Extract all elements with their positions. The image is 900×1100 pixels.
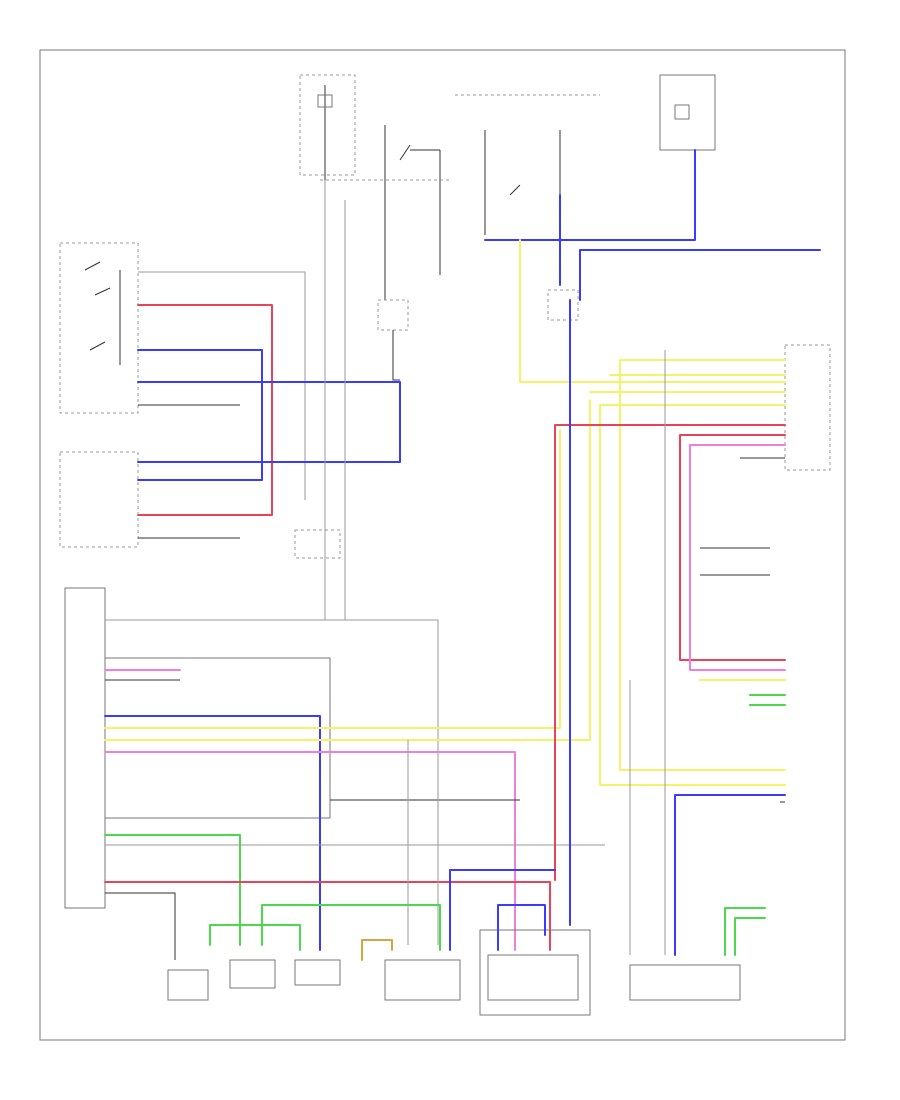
wire-blue-bottom-2 — [497, 904, 546, 951]
wire-blue-switch-1 — [137, 349, 263, 481]
wire-blue-top-right — [484, 149, 696, 241]
wire-green-right-lower-2 — [734, 917, 766, 956]
wire-pink-ecu-2 — [104, 751, 516, 951]
wire-pink-ecu-3 — [104, 881, 551, 951]
wire-yellow-ecu-1 — [104, 429, 561, 729]
wire-yellow-ecu-2 — [104, 399, 591, 741]
relay-top-right — [484, 130, 561, 275]
wire-blue-ecu — [104, 715, 321, 951]
component-bottom-4 — [384, 959, 461, 1001]
relay-box-b — [547, 289, 579, 321]
wire-green-ecu — [104, 834, 241, 946]
wire-green-bottom-2 — [261, 904, 441, 951]
wire-red-right-2 — [679, 434, 786, 661]
wire-blue-switch-2 — [137, 381, 401, 463]
wire-blue-right-lower — [674, 794, 786, 956]
wire-red-right — [554, 424, 786, 881]
relay-box-a — [377, 299, 409, 331]
diagram-frame — [39, 49, 846, 1041]
wire-black-relay-a — [392, 330, 400, 381]
fuse-block-top-right — [659, 74, 716, 151]
component-bottom-3 — [294, 959, 341, 986]
component-bottom-5-inner — [487, 954, 579, 1001]
wire-black-ecu-bottom — [105, 892, 176, 960]
wire-orange-bottom — [361, 939, 393, 961]
ecu-connector-frame — [104, 657, 331, 819]
wire-pink-right — [689, 444, 786, 671]
connector-bank-right — [784, 344, 831, 471]
sensor-box-left — [59, 451, 139, 548]
relay-box-center — [294, 529, 341, 559]
wire-red-switch — [137, 304, 273, 516]
ecu-main — [64, 587, 106, 909]
wire-blue-bottom — [449, 869, 556, 951]
fuse-block-top-left — [299, 74, 356, 215]
wire-yellow-right-1 — [619, 359, 786, 771]
component-bottom-5 — [479, 929, 591, 1016]
component-bottom-2 — [229, 959, 276, 989]
wire-blue-right-long — [579, 249, 821, 301]
wire-gray-ecu-top — [105, 619, 439, 760]
component-bottom-6 — [629, 964, 741, 1001]
switch-assembly-left — [59, 242, 139, 414]
component-bottom-1 — [167, 969, 209, 1001]
wire-green-bottom-1 — [209, 924, 301, 951]
wire-green-right-lower — [724, 907, 766, 956]
wire-yellow-right-5 — [599, 404, 786, 786]
wire-gray-switch-top — [138, 271, 306, 500]
relay-top-center — [320, 94, 600, 300]
wire-yellow-right-3 — [519, 239, 786, 383]
